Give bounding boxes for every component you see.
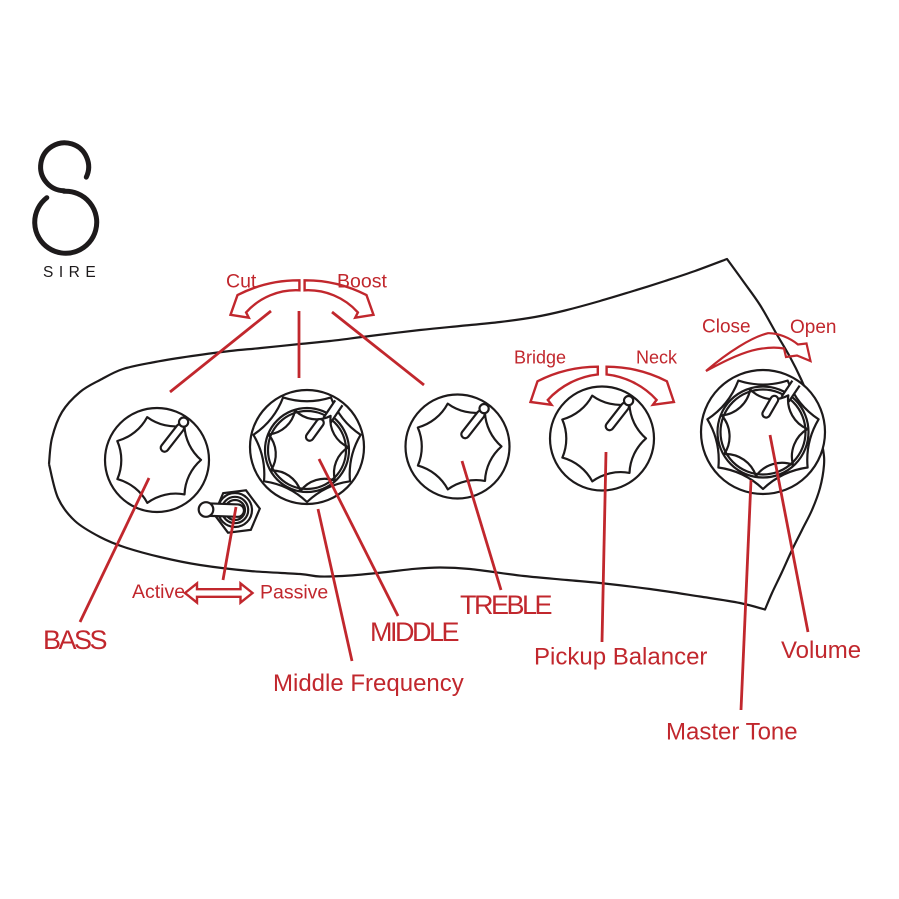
- svg-text:BASS: BASS: [43, 625, 107, 655]
- svg-text:Bridge: Bridge: [514, 348, 566, 368]
- svg-text:Neck: Neck: [636, 348, 678, 368]
- svg-text:Cut: Cut: [226, 271, 257, 293]
- svg-text:Open: Open: [790, 317, 836, 338]
- svg-text:Passive: Passive: [260, 582, 328, 604]
- svg-text:Middle Frequency: Middle Frequency: [273, 670, 464, 697]
- svg-text:TREBLE: TREBLE: [460, 590, 552, 620]
- svg-text:Pickup Balancer: Pickup Balancer: [534, 644, 707, 671]
- svg-text:Boost: Boost: [337, 271, 387, 293]
- svg-text:Close: Close: [702, 317, 751, 338]
- svg-text:SIRE: SIRE: [43, 264, 101, 281]
- svg-text:Volume: Volume: [781, 637, 861, 664]
- svg-text:MIDDLE: MIDDLE: [370, 617, 459, 647]
- svg-text:Active: Active: [132, 581, 185, 603]
- svg-text:Master Tone: Master Tone: [666, 719, 798, 746]
